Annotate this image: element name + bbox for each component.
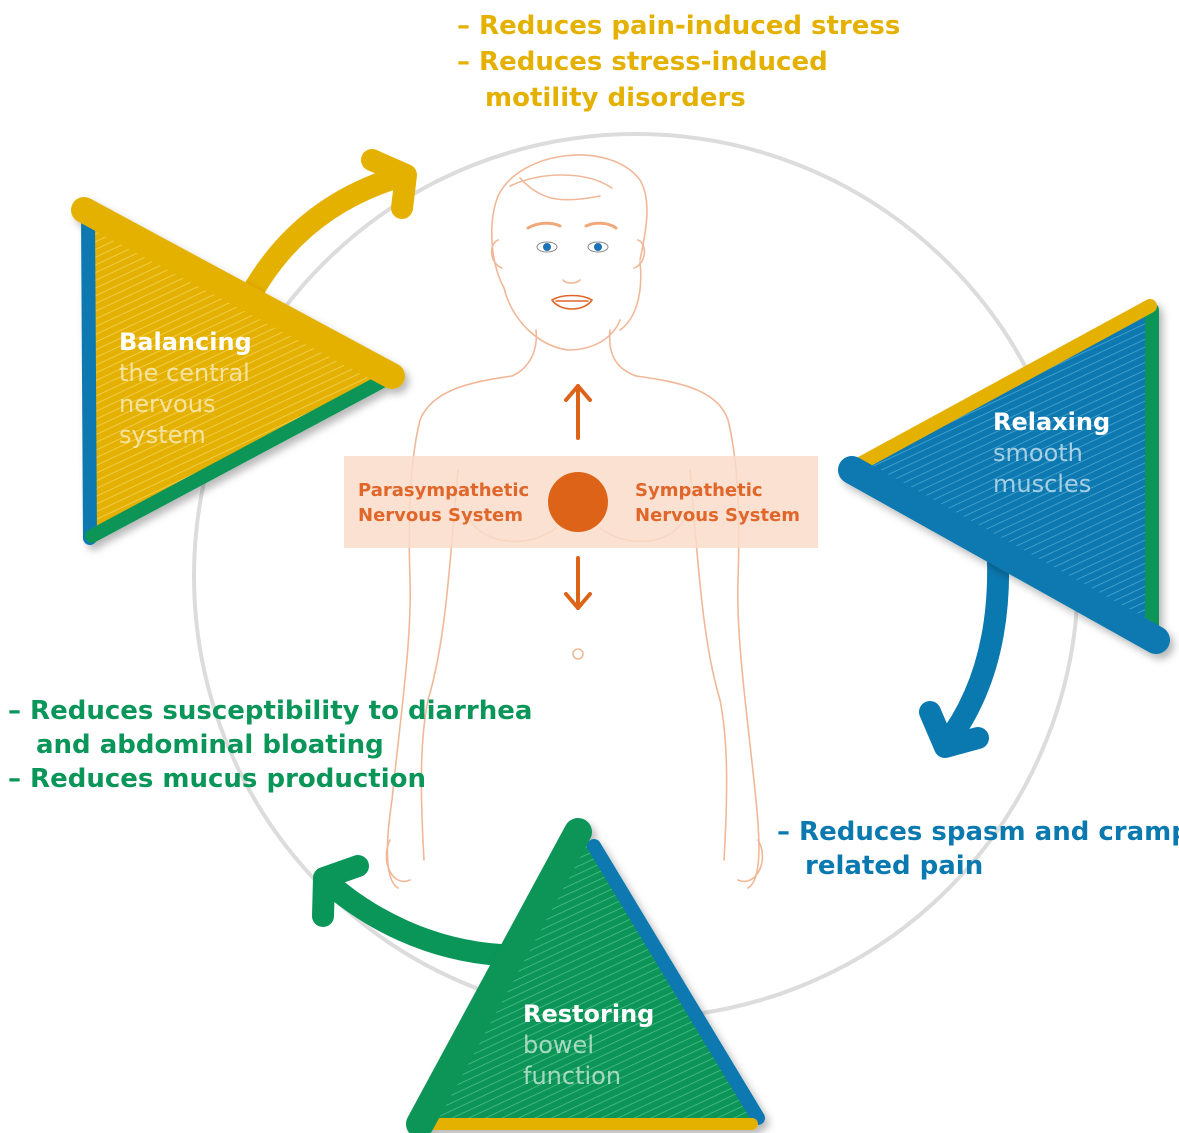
sympathetic-line-1: Sympathetic bbox=[635, 480, 763, 501]
relaxing-line-2: muscles bbox=[993, 470, 1092, 498]
eyes bbox=[536, 241, 609, 253]
balancing-triangle bbox=[71, 197, 405, 545]
right-benefit-line-1: – Reduces spasm and cramp bbox=[777, 817, 1179, 847]
left-benefit-line-1: – Reduces susceptibility to diarrhea bbox=[8, 696, 533, 726]
human-figure bbox=[385, 154, 764, 889]
balancing-line-3: system bbox=[119, 421, 206, 449]
balancing-title: Balancing bbox=[119, 328, 252, 356]
balancing-line-2: nervous bbox=[119, 390, 216, 418]
green-cycle-arrow bbox=[312, 855, 511, 966]
top-benefit-line-3: motility disorders bbox=[485, 83, 746, 113]
relaxing-triangle bbox=[838, 299, 1170, 654]
top-benefit-line-2: – Reduces stress-induced bbox=[457, 47, 828, 77]
restoring-label: Restoring bowel function bbox=[523, 999, 654, 1092]
down-arrow-icon bbox=[564, 556, 592, 610]
balancing-line-1: the central bbox=[119, 359, 250, 387]
parasympathetic-line-2: Nervous System bbox=[358, 505, 524, 526]
restoring-line-1: bowel bbox=[523, 1031, 594, 1059]
restoring-line-2: function bbox=[523, 1062, 622, 1090]
top-benefit-line-1: – Reduces pain-induced stress bbox=[457, 11, 901, 41]
relaxing-title: Relaxing bbox=[993, 408, 1111, 436]
parasympathetic-line-1: Parasympathetic bbox=[358, 480, 530, 501]
left-benefit-line-3: – Reduces mucus production bbox=[8, 764, 426, 794]
relaxing-line-1: smooth bbox=[993, 439, 1083, 467]
up-arrow-icon bbox=[564, 384, 592, 440]
left-benefit-line-2: and abdominal bloating bbox=[36, 730, 384, 760]
sympathetic-line-2: Nervous System bbox=[635, 505, 801, 526]
center-dot bbox=[548, 472, 608, 532]
relaxing-label: Relaxing smooth muscles bbox=[993, 407, 1110, 500]
balancing-label: Balancing the central nervous system bbox=[119, 327, 252, 451]
restoring-triangle bbox=[406, 818, 765, 1133]
blue-cycle-arrow bbox=[919, 549, 1010, 758]
restoring-title: Restoring bbox=[523, 1000, 655, 1028]
sympathetic-label: Sympathetic Nervous System bbox=[635, 478, 800, 528]
parasympathetic-label: Parasympathetic Nervous System bbox=[358, 478, 529, 528]
right-benefit-line-2: related pain bbox=[805, 851, 984, 881]
yellow-cycle-arrow bbox=[237, 149, 417, 311]
